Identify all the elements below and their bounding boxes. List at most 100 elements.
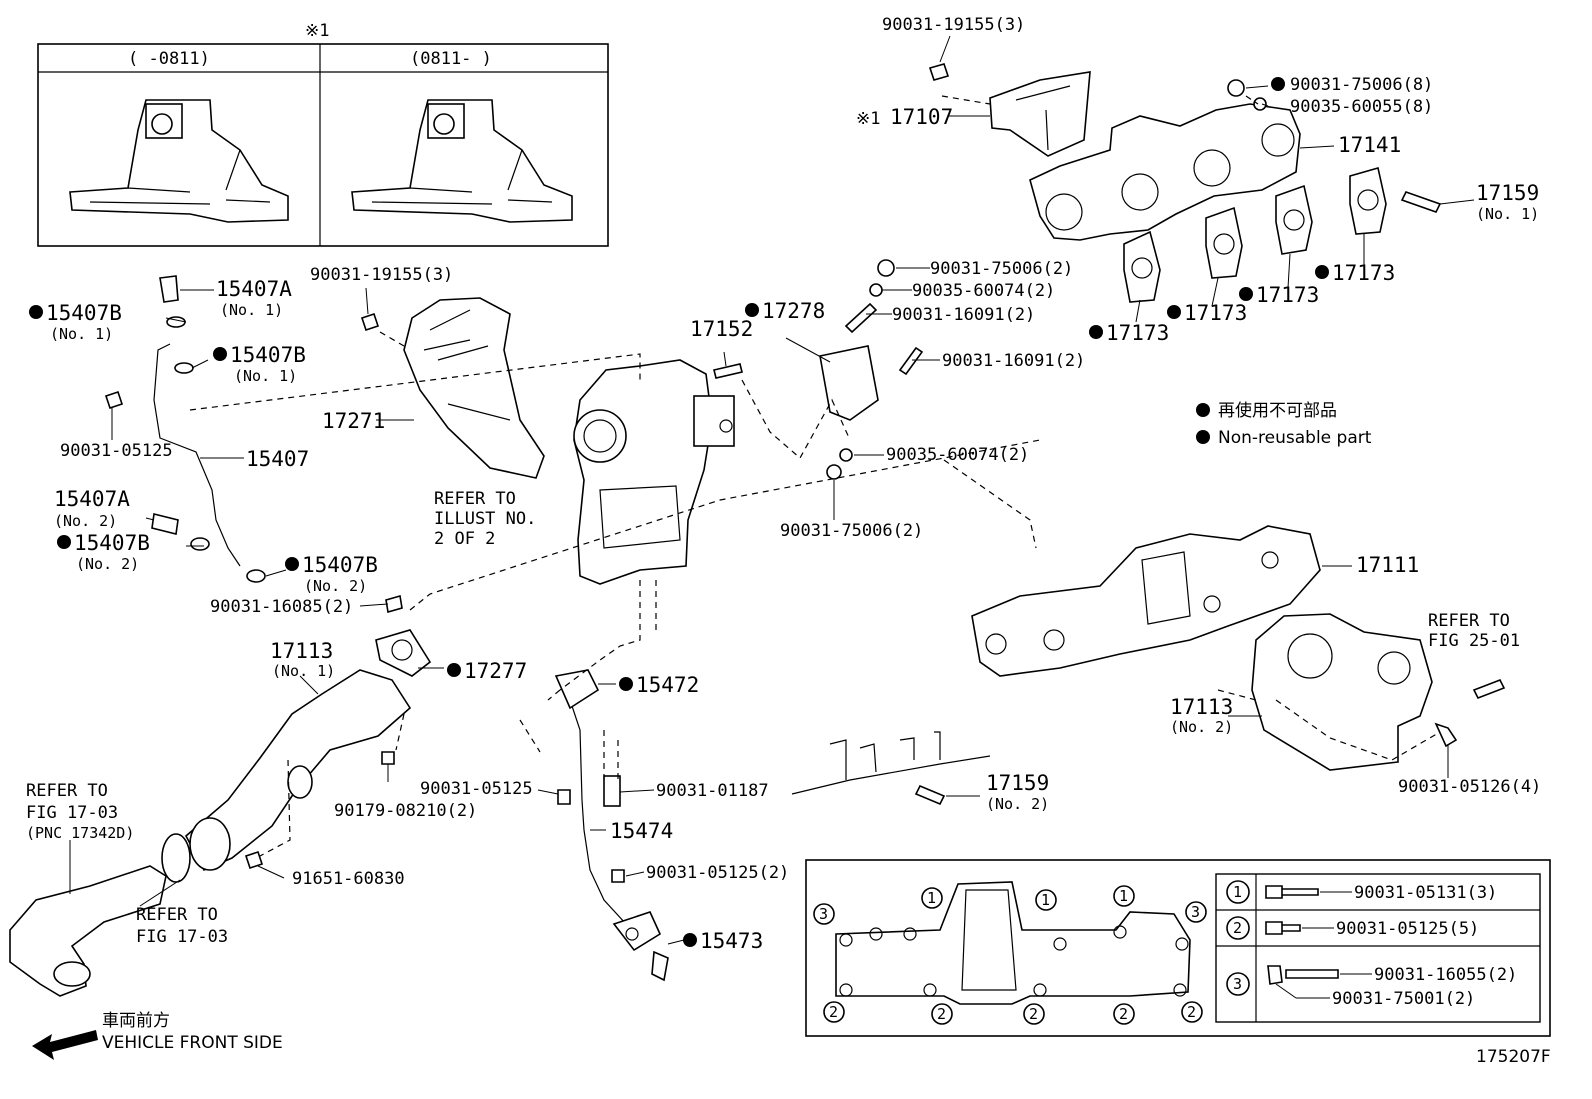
label-90031-05125-b: 90031-05125 <box>420 779 533 799</box>
turbo-heat-insulator <box>403 297 545 479</box>
label-90031-01187: 90031-01187 <box>656 781 769 801</box>
legend-bullet-ja <box>1196 403 1210 417</box>
inset-right-caption: (0811- ) <box>410 49 492 69</box>
gasket-marker: 2 <box>829 1003 838 1021</box>
non-reusable-marker <box>1239 287 1253 301</box>
label-17113-no2: 17113 <box>1170 695 1233 719</box>
label-15407B-no2a: 15407B <box>74 531 150 555</box>
oil-return-pipe <box>554 669 669 982</box>
non-reusable-marker <box>29 305 43 319</box>
engine-block-sketch <box>791 731 991 795</box>
label-17113-no1: 17113 <box>270 639 333 663</box>
gasket-outline <box>835 881 1191 1005</box>
label-15407A-no1: 15407A <box>216 277 292 301</box>
turbo-studs <box>713 302 924 379</box>
label-15407A-no1-sub: (No. 1) <box>220 301 283 319</box>
label-15407B-no1b: 15407B <box>230 343 306 367</box>
label-17107: 17107 <box>890 105 953 129</box>
bolt-part: 90031-05131(3) <box>1354 883 1497 903</box>
label-90031-05125-a: 90031-05125 <box>60 441 173 461</box>
label-17113-no2-sub: (No. 2) <box>1170 718 1233 736</box>
label-15407B-no1a-sub: (No. 1) <box>50 325 113 343</box>
gasket-marker: 3 <box>819 905 828 923</box>
label-90031-75006-8: 90031-75006(8) <box>1290 75 1433 95</box>
stud-17159-no1 <box>1400 191 1442 213</box>
label-17173-d: 17173 <box>1332 261 1395 285</box>
manifold-gaskets <box>1123 166 1387 303</box>
non-reusable-marker <box>447 663 461 677</box>
label-90031-16085: 90031-16085(2) <box>210 597 353 617</box>
label-refer-fig1703-b2: FIG 17-03 <box>136 927 228 947</box>
label-refer-fig1703-b1: REFER TO <box>136 905 218 925</box>
nuts-washers <box>826 79 1267 480</box>
turbocharger <box>573 359 735 585</box>
non-reusable-marker <box>1089 325 1103 339</box>
front-arrow-icon <box>32 1030 98 1060</box>
label-17277: 17277 <box>464 659 527 683</box>
inset-left-caption: ( -0811) <box>128 49 210 69</box>
gasket-marker: 1 <box>1119 887 1128 905</box>
label-17159-no1-sub: (No. 1) <box>1476 205 1539 223</box>
bolt-key: 1 <box>1233 883 1242 901</box>
label-15474: 15474 <box>610 819 673 843</box>
leader-lines <box>69 35 1475 945</box>
label-90031-19155-mid: 90031-19155(3) <box>310 265 453 285</box>
label-90031-19155-top: 90031-19155(3) <box>882 15 1025 35</box>
label-15472: 15472 <box>636 673 699 697</box>
exhaust-pipe-no1 <box>161 629 432 883</box>
label-refer-fig1703-a3: (PNC 17342D) <box>26 824 134 842</box>
exhaust-manifold-17111 <box>971 525 1321 677</box>
bolt-part: 90031-75001(2) <box>1332 989 1475 1009</box>
legend-en: Non-reusable part <box>1218 428 1372 448</box>
label-17159-no2-sub: (No. 2) <box>986 795 1049 813</box>
intake-hose <box>9 865 167 997</box>
label-91651-60830: 91651-60830 <box>292 869 405 889</box>
bolts <box>104 63 1506 883</box>
non-reusable-marker <box>1167 305 1181 319</box>
label-17173-a: 17173 <box>1106 321 1169 345</box>
label-17113-no1-sub: (No. 1) <box>272 662 335 680</box>
label-17152: 17152 <box>690 317 753 341</box>
label-refer-illust-3: 2 OF 2 <box>434 529 495 549</box>
label-refer-fig25-2: FIG 25-01 <box>1428 631 1520 651</box>
legend-ja: 再使用不可部品 <box>1218 400 1337 421</box>
gasket-marker: 2 <box>1187 1003 1196 1021</box>
gasket-bolt-panel: 3 1 1 1 3 2 2 2 2 2 1 90031-05131(3) 2 9… <box>805 859 1551 1037</box>
gasket-marker: 2 <box>1119 1005 1128 1023</box>
non-reusable-marker <box>213 347 227 361</box>
label-15407B-no1b-sub: (No. 1) <box>234 367 297 385</box>
bolt-part: 90031-16055(2) <box>1374 965 1517 985</box>
variant-inset: ※1 ( -0811) (0811- ) <box>37 21 609 247</box>
label-90035-60074-2b: 90035-60074(2) <box>886 445 1029 465</box>
gasket-marker: 3 <box>1191 903 1200 921</box>
non-reusable-marker <box>1271 77 1285 91</box>
non-reusable-marker <box>285 557 299 571</box>
label-17271: 17271 <box>322 409 385 433</box>
label-15473: 15473 <box>700 929 763 953</box>
label-refer-fig1703-a2: FIG 17-03 <box>26 803 118 823</box>
label-90031-75006-2b: 90031-75006(2) <box>780 521 923 541</box>
exhaust-manifold <box>1029 103 1301 241</box>
bolt-key: 2 <box>1233 919 1242 937</box>
manifold-heat-insulator <box>989 71 1091 157</box>
label-90031-05126: 90031-05126(4) <box>1398 777 1541 797</box>
label-90179-08210: 90179-08210(2) <box>334 801 477 821</box>
gasket-marker: 1 <box>1041 891 1050 909</box>
non-reusable-legend: 再使用不可部品 Non-reusable part <box>1196 400 1372 448</box>
direction-en: VEHICLE FRONT SIDE <box>102 1033 283 1053</box>
non-reusable-marker <box>619 677 633 691</box>
non-reusable-marker <box>1315 265 1329 279</box>
bolt-part: 90031-05125(5) <box>1336 919 1479 939</box>
label-refer-fig25-1: REFER TO <box>1428 611 1510 631</box>
label-17141: 17141 <box>1338 133 1401 157</box>
label-15407: 15407 <box>246 447 309 471</box>
label-refer-fig1703-a1: REFER TO <box>26 781 108 801</box>
label-17278: 17278 <box>762 299 825 323</box>
bolt-key: 3 <box>1233 975 1242 993</box>
label-17173-c: 17173 <box>1256 283 1319 307</box>
label-17159-no1: 17159 <box>1476 181 1539 205</box>
label-17173-b: 17173 <box>1184 301 1247 325</box>
label-15407B-no2b: 15407B <box>302 553 378 577</box>
label-90031-05125-2: 90031-05125(2) <box>646 863 789 883</box>
vehicle-front-indicator: 車両前方 VEHICLE FRONT SIDE <box>32 1011 283 1060</box>
